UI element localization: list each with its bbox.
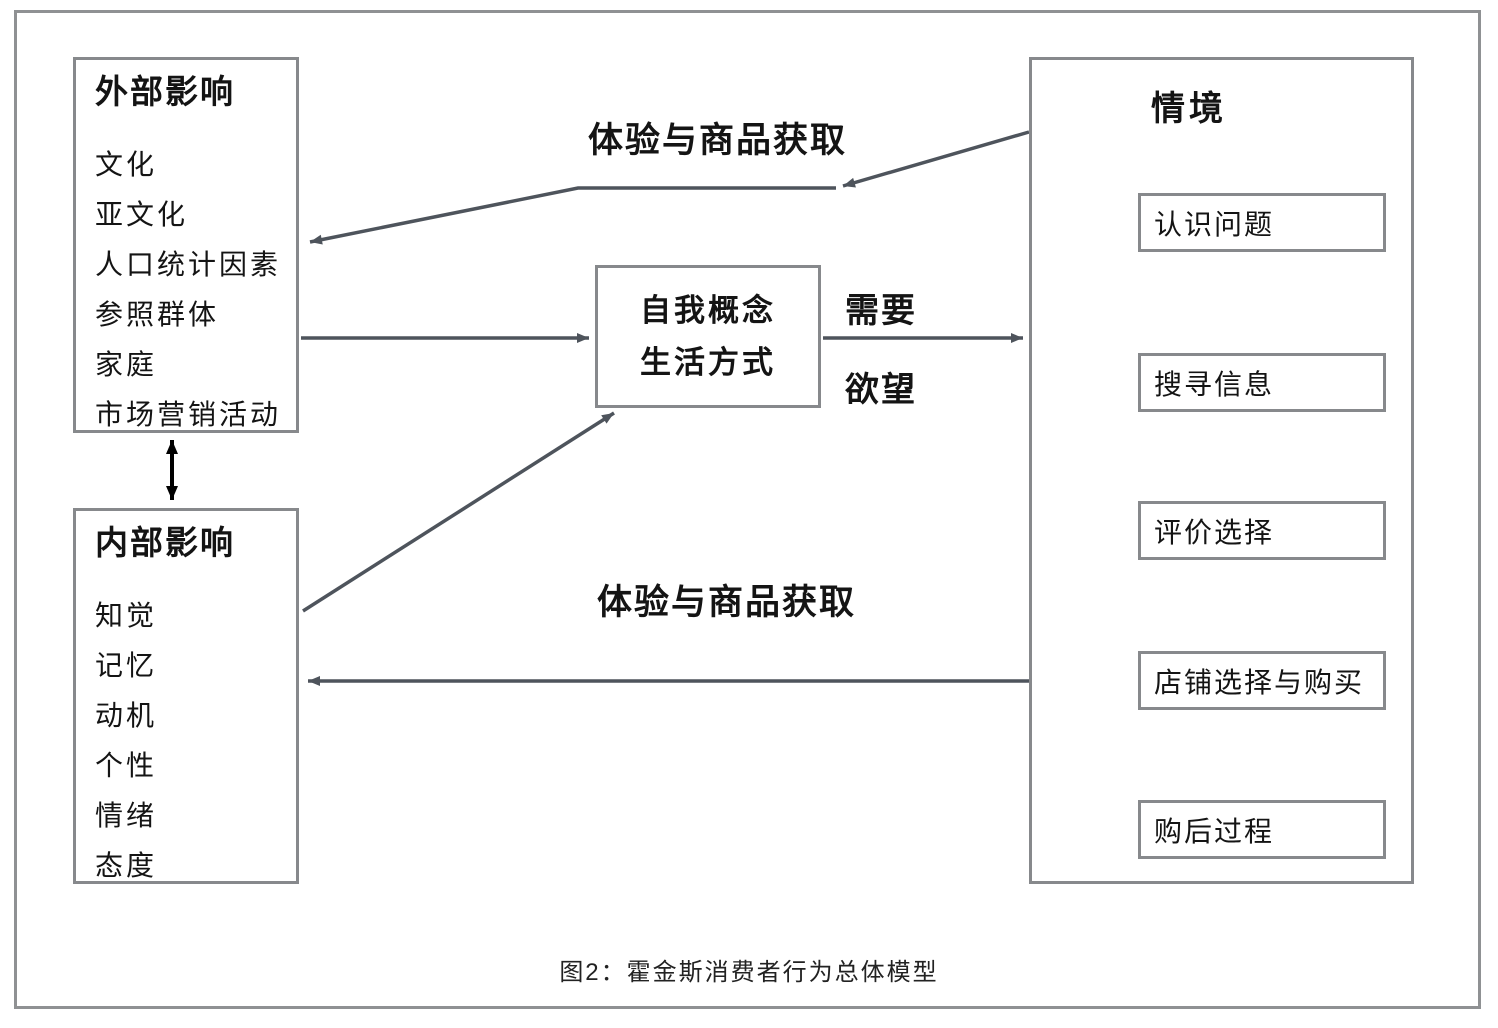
external-influences-box: 外部影响 文化 亚文化 人口统计因素 参照群体 家庭 市场营销活动 (73, 57, 299, 433)
outer-frame (14, 10, 1481, 1009)
list-item: 参照群体 (95, 298, 220, 330)
list-item: 市场营销活动 (95, 398, 282, 430)
stage-post-purchase: 购后过程 (1138, 800, 1386, 859)
list-item: 态度 (95, 849, 158, 881)
external-influences-list: 文化 亚文化 人口统计因素 参照群体 家庭 市场营销活动 (95, 140, 296, 440)
figure-caption: 图2：霍金斯消费者行为总体模型 (559, 959, 939, 986)
internal-influences-box: 内部影响 知觉 记忆 动机 个性 情绪 态度 (73, 508, 299, 884)
lifestyle-label: 生活方式 (640, 344, 776, 380)
list-item: 动机 (95, 699, 158, 731)
external-influences-title: 外部影响 (95, 73, 235, 110)
stage-problem-recognition: 认识问题 (1138, 193, 1386, 252)
list-item: 亚文化 (95, 198, 189, 230)
stage-store-choice-purchase: 店铺选择与购买 (1138, 651, 1386, 710)
label-experience-acquisition-top: 体验与商品获取 (588, 121, 848, 160)
list-item: 记忆 (95, 649, 158, 681)
label-experience-acquisition-bottom: 体验与商品获取 (597, 583, 857, 622)
label-desire: 欲望 (845, 371, 917, 409)
stage-information-search: 搜寻信息 (1138, 353, 1386, 412)
list-item: 情绪 (95, 799, 158, 831)
list-item: 家庭 (95, 348, 158, 380)
list-item: 知觉 (95, 599, 158, 631)
internal-influences-list: 知觉 记忆 动机 个性 情绪 态度 (95, 591, 296, 891)
list-item: 个性 (95, 749, 158, 781)
internal-influences-title: 内部影响 (95, 524, 235, 561)
stage-evaluation-selection: 评价选择 (1138, 501, 1386, 560)
list-item: 文化 (95, 148, 158, 180)
situation-box: 情境 认识问题 搜寻信息 评价选择 店铺选择与购买 购后过程 (1029, 57, 1414, 884)
list-item: 人口统计因素 (95, 248, 282, 280)
situation-title: 情境 (1151, 90, 1227, 128)
self-concept-label: 自我概念 (640, 292, 776, 328)
label-need: 需要 (845, 292, 917, 330)
self-concept-lifestyle-box: 自我概念 生活方式 (595, 265, 821, 408)
